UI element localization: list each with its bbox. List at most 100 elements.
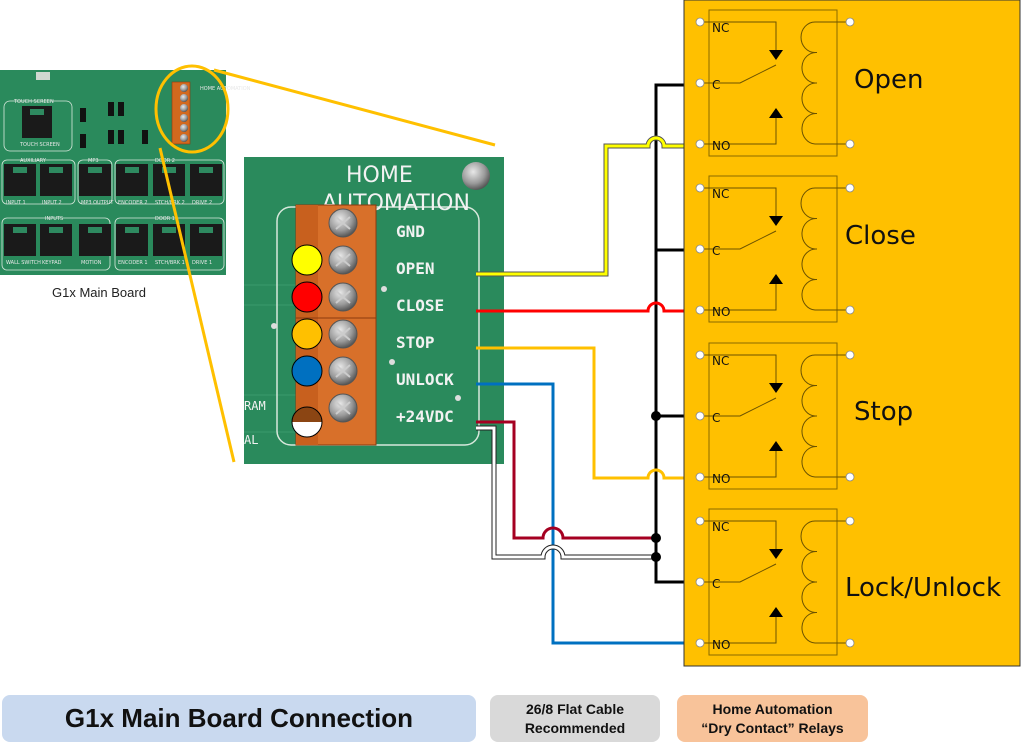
port-latch [162,167,176,173]
c-label: C [712,577,720,591]
wire-color-dot [291,318,323,350]
port-latch [13,227,27,233]
port-latch [49,167,63,173]
pcb-via [455,395,461,401]
legend-relays: Home Automation “Dry Contact” Relays [677,695,868,742]
legend-cable-line2: Recommended [524,719,626,736]
relay-terminal [695,305,705,315]
common-bus-wire [654,83,705,584]
mini-screw [180,104,188,112]
no-contact-line [700,113,777,145]
nc-label: NC [712,21,729,35]
port-label: DRIVE 2 [192,200,212,206]
switch-arm [700,397,777,417]
no-label: NO [712,305,730,319]
relay-coil [800,21,850,145]
port-label: MP3 OUTPUT [81,200,114,206]
relay-terminal [695,577,705,587]
closeup-side-text-1: RAM [244,399,266,413]
nc-contact-line [700,520,777,554]
terminal-label-24vdc: +24VDC [396,407,454,426]
unlock-wire [476,382,705,645]
mini-screw [180,84,188,92]
port-latch [88,227,102,233]
nc-contact-line [700,187,777,221]
screw-slot [335,216,351,230]
port-latch [13,167,27,173]
relay-terminal [845,472,855,482]
nc-label: NC [712,354,729,368]
port-label: ENCODER 2 [118,200,148,206]
relay-terminal [695,244,705,254]
c-label: C [712,78,720,92]
mini-screw [180,114,188,122]
jumpers [36,72,148,148]
mp3-label: MP3 [88,158,99,164]
screw-slot [335,253,351,267]
port-latch [49,227,63,233]
relay-coil [800,520,850,644]
relay-terminal [695,472,705,482]
callout-line-top [213,68,496,147]
no-arrow-icon [769,274,783,284]
no-contact-line [700,446,777,478]
no-arrow-icon [769,108,783,118]
nc-arrow-icon [769,216,783,226]
legend-main-board-text: G1x Main Board Connection [64,703,414,733]
port-label: STCH/BRK 2 [155,200,185,206]
mount-screw [462,162,490,190]
relay-title: Open [854,65,923,95]
touch-screen-outline [3,100,73,152]
port-label: INPUT 2 [42,200,62,206]
small-board-caption: G1x Main Board [52,285,146,300]
terminal-label-gnd: GND [396,222,425,241]
terminal-label-stop: STOP [396,333,435,352]
door2-label: DOOR 2 [155,158,175,164]
nc-label: NC [712,520,729,534]
relay-terminal [845,516,855,526]
c-label: C [712,244,720,258]
relay-title: Close [845,221,916,251]
port-latch [162,227,176,233]
relay-terminal [695,17,705,27]
mini-screw [180,94,188,102]
relay-terminal [845,305,855,315]
no-contact-line [700,279,777,311]
no-arrow-icon [769,441,783,451]
no-label: NO [712,472,730,486]
touch-screen-section-label: TOUCH SCREEN [13,99,54,105]
port-label: DRIVE 1 [192,260,212,266]
relay-terminal [845,183,855,193]
wire-color-dot [291,355,323,387]
relay-coil [800,187,850,311]
legend-relays-line2: “Dry Contact” Relays [701,719,844,736]
vdc-positive-wire [476,420,656,540]
screw-slot [335,290,351,304]
switch-arm [700,563,777,583]
terminal-label-close: CLOSE [396,296,444,315]
pcb-via [389,359,395,365]
no-label: NO [712,638,730,652]
nc-contact-line [700,21,777,55]
legend-cable: 26/8 Flat Cable Recommended [490,695,660,742]
screw-slot [335,401,351,415]
relays: NCCNOOpenNCCNOCloseNCCNOStopNCCNOLock/Un… [695,9,1001,656]
no-label: NO [712,139,730,153]
open-wire-outline [476,135,705,277]
pcb-via [381,286,387,292]
closeup-side-text-2: AL [244,433,258,447]
screw-slot [335,364,351,378]
no-arrow-icon [769,607,783,617]
port-label: MOTION [81,260,102,266]
port-label: KEYPAD [42,260,62,266]
terminal-block-closeup: HOME AUTOMATION RAM AL GNDOPENCLOSESTOPU… [244,157,504,464]
mini-screw [180,134,188,142]
screw-slot [335,327,351,341]
callout-ellipse [154,64,230,154]
port-label: ENCODER 1 [118,260,148,266]
wire-color-dot-top [292,407,322,422]
relay-terminal [845,350,855,360]
nc-arrow-icon [769,383,783,393]
